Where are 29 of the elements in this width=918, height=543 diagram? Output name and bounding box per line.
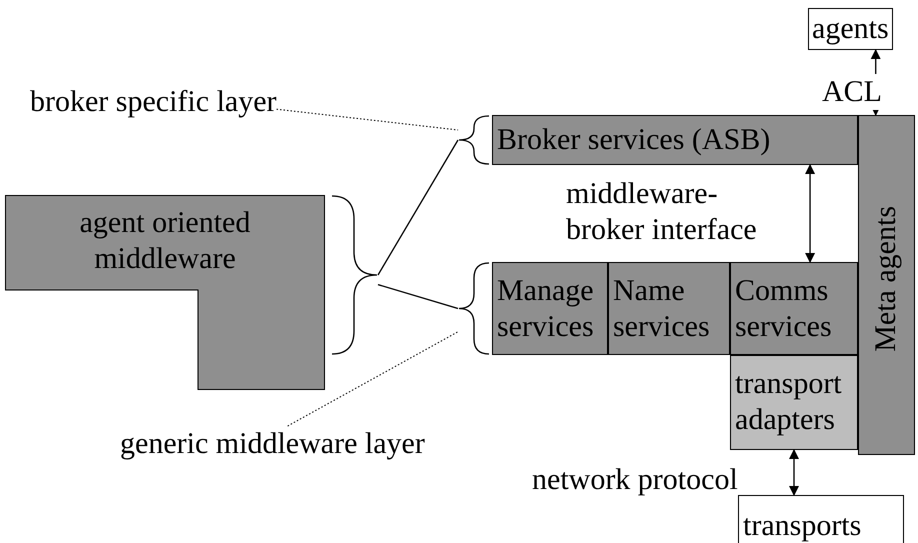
box-label: agent oriented middleware: [78, 205, 252, 277]
box-label: Broker services (ASB): [497, 122, 770, 158]
box-label: transports: [743, 508, 862, 543]
box-label: Meta agents: [868, 206, 903, 352]
box-label: Name services: [613, 273, 711, 345]
curly-brace: [330, 195, 378, 355]
double-arrow: [805, 164, 816, 263]
box-label: agents: [812, 11, 889, 47]
box-label: Comms services: [735, 273, 833, 345]
layer-box: [858, 115, 915, 455]
layer-box: [730, 355, 858, 450]
curly-brace: [458, 262, 490, 355]
double-arrow: [789, 449, 799, 496]
curly-brace: [458, 115, 490, 165]
layer-box: [738, 495, 904, 543]
layer-label: generic middleware layer: [120, 426, 425, 462]
connector-line: [378, 284, 458, 310]
edge-label: ACL: [822, 74, 882, 110]
leader-line: [276, 108, 458, 130]
layer-label: broker specific layer: [30, 84, 277, 120]
box-label: Manage services: [497, 273, 595, 345]
leader-line: [287, 331, 458, 426]
connector-line: [377, 140, 459, 276]
layer-box: [608, 262, 730, 355]
layer-box: [730, 262, 858, 355]
layer-box: [492, 262, 608, 355]
layer-box: [5, 195, 325, 390]
layer-box: [492, 115, 858, 165]
box-label: transport adapters: [735, 366, 843, 438]
